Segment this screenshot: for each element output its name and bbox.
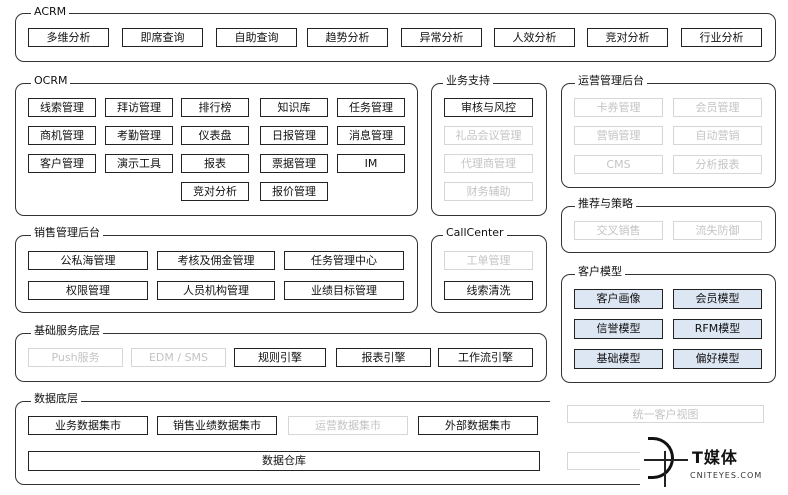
ops-auto-marketing[interactable]: 自动营销 [673, 126, 762, 145]
sales-commission-mgmt[interactable]: 考核及佣金管理 [157, 251, 275, 270]
service-rule-engine[interactable]: 规则引擎 [234, 348, 326, 367]
watermark: T媒体 CNITEYES.COM [640, 433, 780, 488]
acrm-item-adhoc-query[interactable]: 即席查询 [122, 28, 203, 47]
business-support-gift-meeting[interactable]: 礼品会议管理 [444, 126, 533, 145]
ocrm-competitor-analysis[interactable]: 竞对分析 [181, 182, 249, 201]
recommend-title: 推荐与策略 [575, 197, 636, 210]
watermark-logo-icon [648, 437, 674, 479]
business-support-agent-mgmt[interactable]: 代理商管理 [444, 154, 533, 173]
ocrm-quote-mgmt[interactable]: 报价管理 [260, 182, 328, 201]
ocrm-dashboard[interactable]: 仪表盘 [181, 126, 249, 145]
ocrm-lead-mgmt[interactable]: 线索管理 [28, 98, 96, 117]
service-report-engine[interactable]: 报表引擎 [336, 348, 431, 367]
data-business-mart[interactable]: 业务数据集市 [28, 416, 148, 435]
model-preference[interactable]: 偏好模型 [673, 349, 762, 369]
ocrm-message-mgmt[interactable]: 消息管理 [337, 126, 405, 145]
ocrm-opportunity-mgmt[interactable]: 商机管理 [28, 126, 96, 145]
acrm-item-anomaly[interactable]: 异常分析 [401, 28, 482, 47]
service-edm-sms[interactable]: EDM / SMS [131, 348, 226, 367]
business-support-finance[interactable]: 财务辅助 [444, 182, 533, 201]
ocrm-daily-report-mgmt[interactable]: 日报管理 [260, 126, 328, 145]
model-rfm[interactable]: RFM模型 [673, 319, 762, 339]
acrm-item-multidim[interactable]: 多维分析 [28, 28, 109, 47]
watermark-crossbar [644, 459, 688, 461]
model-basic[interactable]: 基础模型 [574, 349, 663, 369]
model-customer-profile[interactable]: 客户画像 [574, 289, 663, 309]
acrm-item-competitor[interactable]: 竞对分析 [587, 28, 668, 47]
ops-backend-title: 运营管理后台 [575, 74, 647, 87]
unified-customer-view[interactable]: 统一客户视图 [567, 405, 764, 423]
acrm-item-trend[interactable]: 趋势分析 [307, 28, 388, 47]
acrm-title: ACRM [31, 5, 70, 18]
ocrm-visit-mgmt[interactable]: 拜访管理 [105, 98, 173, 117]
watermark-site: CNITEYES.COM [690, 471, 763, 480]
sales-org-mgmt[interactable]: 人员机构管理 [157, 281, 275, 300]
ocrm-invoice-mgmt[interactable]: 票据管理 [260, 154, 328, 173]
customer-model-title: 客户模型 [575, 265, 625, 278]
business-support-audit-risk[interactable]: 审核与风控 [444, 98, 533, 117]
sales-backend-panel [15, 235, 418, 313]
ocrm-im[interactable]: IM [337, 154, 405, 173]
watermark-brand: T媒体 [692, 448, 738, 467]
ops-marketing-mgmt[interactable]: 营销管理 [574, 126, 663, 145]
acrm-item-self-query[interactable]: 自助查询 [216, 28, 297, 47]
ocrm-customer-mgmt[interactable]: 客户管理 [28, 154, 96, 173]
data-layer-title: 数据底层 [31, 392, 81, 405]
sales-backend-title: 销售管理后台 [31, 226, 103, 239]
sales-target-mgmt[interactable]: 业绩目标管理 [284, 281, 404, 300]
sales-task-center[interactable]: 任务管理中心 [284, 251, 404, 270]
acrm-item-industry[interactable]: 行业分析 [681, 28, 762, 47]
service-workflow-engine[interactable]: 工作流引擎 [438, 348, 533, 367]
data-warehouse[interactable]: 数据仓库 [28, 451, 540, 471]
recommend-cross-sell[interactable]: 交叉销售 [574, 221, 663, 240]
model-credit[interactable]: 信誉模型 [574, 319, 663, 339]
ocrm-title: OCRM [31, 74, 71, 87]
data-external-mart[interactable]: 外部数据集市 [418, 416, 538, 435]
ocrm-leaderboard[interactable]: 排行榜 [181, 98, 249, 117]
business-support-title: 业务支持 [443, 74, 493, 87]
recommend-churn-defense[interactable]: 流失防御 [673, 221, 762, 240]
callcenter-panel [431, 235, 547, 313]
base-services-title: 基础服务底层 [31, 324, 103, 337]
callcenter-title: CallCenter [443, 226, 507, 239]
ocrm-knowledge-base[interactable]: 知识库 [260, 98, 328, 117]
ocrm-task-mgmt[interactable]: 任务管理 [337, 98, 405, 117]
ocrm-reports[interactable]: 报表 [181, 154, 249, 173]
model-member[interactable]: 会员模型 [673, 289, 762, 309]
data-ops-mart[interactable]: 运营数据集市 [288, 416, 408, 435]
callcenter-ticket-mgmt[interactable]: 工单管理 [444, 251, 533, 270]
ops-coupon-mgmt[interactable]: 卡券管理 [574, 98, 663, 117]
ops-cms[interactable]: CMS [574, 155, 663, 174]
service-push[interactable]: Push服务 [28, 348, 123, 367]
ops-member-mgmt[interactable]: 会员管理 [673, 98, 762, 117]
ocrm-demo-tools[interactable]: 演示工具 [105, 154, 173, 173]
watermark-stem [664, 451, 666, 487]
data-sales-mart[interactable]: 销售业绩数据集市 [157, 416, 277, 435]
ops-analysis-reports[interactable]: 分析报表 [673, 155, 762, 174]
sales-permission-mgmt[interactable]: 权限管理 [28, 281, 148, 300]
sales-public-private-pool[interactable]: 公私海管理 [28, 251, 148, 270]
acrm-item-efficiency[interactable]: 人效分析 [494, 28, 575, 47]
ocrm-attendance-mgmt[interactable]: 考勤管理 [105, 126, 173, 145]
callcenter-lead-cleaning[interactable]: 线索清洗 [444, 281, 533, 300]
